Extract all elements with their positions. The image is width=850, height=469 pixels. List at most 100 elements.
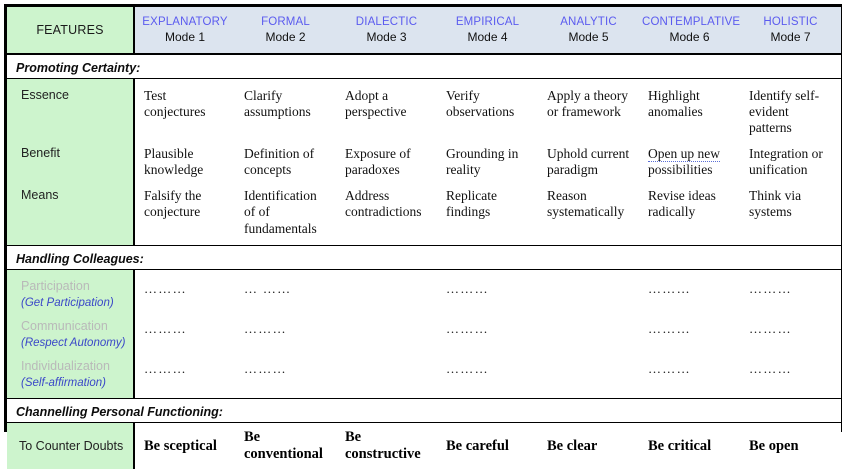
cell-1-2-5: Uphold current paradigm	[538, 136, 639, 179]
cell-1-3-6: Revise ideas radically	[639, 178, 740, 246]
cell-3-1-6: Be critical	[639, 422, 740, 469]
row-label-2-2: Communication (Respect Autonomy)	[7, 310, 135, 351]
row-label-text: Communication	[21, 319, 108, 334]
cell-2-3-7: ………	[740, 350, 841, 399]
cell-2-1-4: ………	[437, 269, 538, 311]
row-label-text: To Counter Doubts	[19, 439, 124, 453]
cell-3-1-1: Be sceptical	[134, 422, 235, 469]
cell-1-2-4: Grounding in reality	[437, 136, 538, 179]
mode-number-1: Mode 1	[164, 29, 206, 44]
row-label-1-3: Means	[7, 178, 135, 246]
cell-1-2-6: Open up new possibilities	[639, 136, 740, 179]
mode-number-5: Mode 5	[568, 29, 609, 44]
cell-1-3-5: Reason systematically	[538, 178, 639, 246]
mode-name-5: ANALYTIC	[560, 15, 617, 28]
row-label-text: Participation	[21, 279, 90, 294]
mode-name-2: FORMAL	[261, 15, 310, 28]
cell-2-1-3	[336, 269, 437, 311]
cell-2-3-5	[538, 350, 639, 399]
mode-number-2: Mode 2	[265, 29, 306, 44]
table-row: Participation(Get Participation)………… …………	[7, 269, 841, 311]
cell-2-3-1: ………	[134, 350, 235, 399]
row-label-text: Means	[21, 187, 59, 202]
row-label-text: Essence	[21, 87, 69, 102]
cell-2-3-2: ………	[235, 350, 336, 399]
spellcheck-marked-text: Open up new	[648, 145, 720, 162]
cell-2-2-3	[336, 310, 437, 351]
mode-number-4: Mode 4	[467, 29, 508, 44]
section-row-2: Handling Colleagues:	[7, 245, 841, 271]
cell-3-1-2: Be conventional	[235, 422, 336, 469]
cell-2-2-1: ………	[134, 310, 235, 351]
cell-2-1-5	[538, 269, 639, 311]
cell-2-2-2: ………	[235, 310, 336, 351]
section-title-1: Promoting Certainty:	[7, 53, 841, 79]
mode-name-1: EXPLANATORY	[142, 15, 228, 28]
cell-2-1-2: … ……	[235, 269, 336, 311]
table-row: Communication(Respect Autonomy)…………………………	[7, 310, 841, 351]
row-sublabel-text: (Get Participation)	[21, 296, 114, 309]
row-label-1-2: Benefit	[7, 136, 135, 179]
mode-number-6: Mode 6	[669, 29, 710, 44]
features-header-cell: FEATURES	[7, 7, 135, 55]
cell-2-1-1: ………	[134, 269, 235, 311]
mode-name-6: CONTEMPLATIVE	[642, 15, 741, 28]
section-row-3: Channelling Personal Functioning:	[7, 398, 841, 424]
mode-name-7: HOLISTIC	[763, 15, 818, 28]
cell-1-3-3: Address contradictions	[336, 178, 437, 246]
cell-1-2-2: Definition of concepts	[235, 136, 336, 179]
cell-2-2-5	[538, 310, 639, 351]
cell-2-1-6: ………	[639, 269, 740, 311]
cell-1-1-7: Identify self-evident patterns	[740, 78, 841, 137]
section-row-1: Promoting Certainty:	[7, 53, 841, 79]
cell-2-3-4: ………	[437, 350, 538, 399]
cell-1-3-1: Falsify the conjecture	[134, 178, 235, 246]
row-label-text: Benefit	[21, 145, 60, 160]
mode-number-3: Mode 3	[366, 29, 407, 44]
row-label-1-1: Essence	[7, 78, 135, 137]
mode-number-7: Mode 7	[770, 29, 811, 44]
cell-3-1-4: Be careful	[437, 422, 538, 469]
cell-1-3-2: Identification of of fundamentals	[235, 178, 336, 246]
cell-1-2-3: Exposure of paradoxes	[336, 136, 437, 179]
cell-1-1-5: Apply a theory or framework	[538, 78, 639, 137]
cell-text-rest: possibilities	[648, 162, 713, 178]
row-label-3-1: To Counter Doubts	[7, 422, 135, 469]
mode-name-4: EMPIRICAL	[455, 15, 520, 28]
cell-3-1-5: Be clear	[538, 422, 639, 469]
cell-1-2-1: Plausible knowledge	[134, 136, 235, 179]
cell-1-1-2: Clarify assumptions	[235, 78, 336, 137]
row-sublabel-text: (Self-affirmation)	[21, 376, 106, 389]
cell-1-1-3: Adopt a perspective	[336, 78, 437, 137]
cell-1-3-7: Think via systems	[740, 178, 841, 246]
cell-2-2-4: ………	[437, 310, 538, 351]
cell-1-1-6: Highlight anomalies	[639, 78, 740, 137]
row-label-2-1: Participation (Get Participation)	[7, 269, 135, 311]
row-label-2-3: Individualization(Self-affirmation)	[7, 350, 135, 399]
cell-2-2-7: ………	[740, 310, 841, 351]
cell-3-1-7: Be open	[740, 422, 841, 469]
mode-name-3: DIALECTIC	[355, 15, 418, 28]
section-title-3: Channelling Personal Functioning:	[7, 398, 841, 424]
cell-2-3-3	[336, 350, 437, 399]
cell-2-2-6: ………	[639, 310, 740, 351]
row-sublabel-text: (Respect Autonomy)	[21, 336, 126, 349]
cell-2-3-6: ………	[639, 350, 740, 399]
cell-1-3-4: Replicate findings	[437, 178, 538, 246]
cell-2-1-7: ………	[740, 269, 841, 311]
cell-1-1-1: Test conjectures	[134, 78, 235, 137]
cell-1-1-4: Verify observations	[437, 78, 538, 137]
cell-3-1-3: Be constructive	[336, 422, 437, 469]
